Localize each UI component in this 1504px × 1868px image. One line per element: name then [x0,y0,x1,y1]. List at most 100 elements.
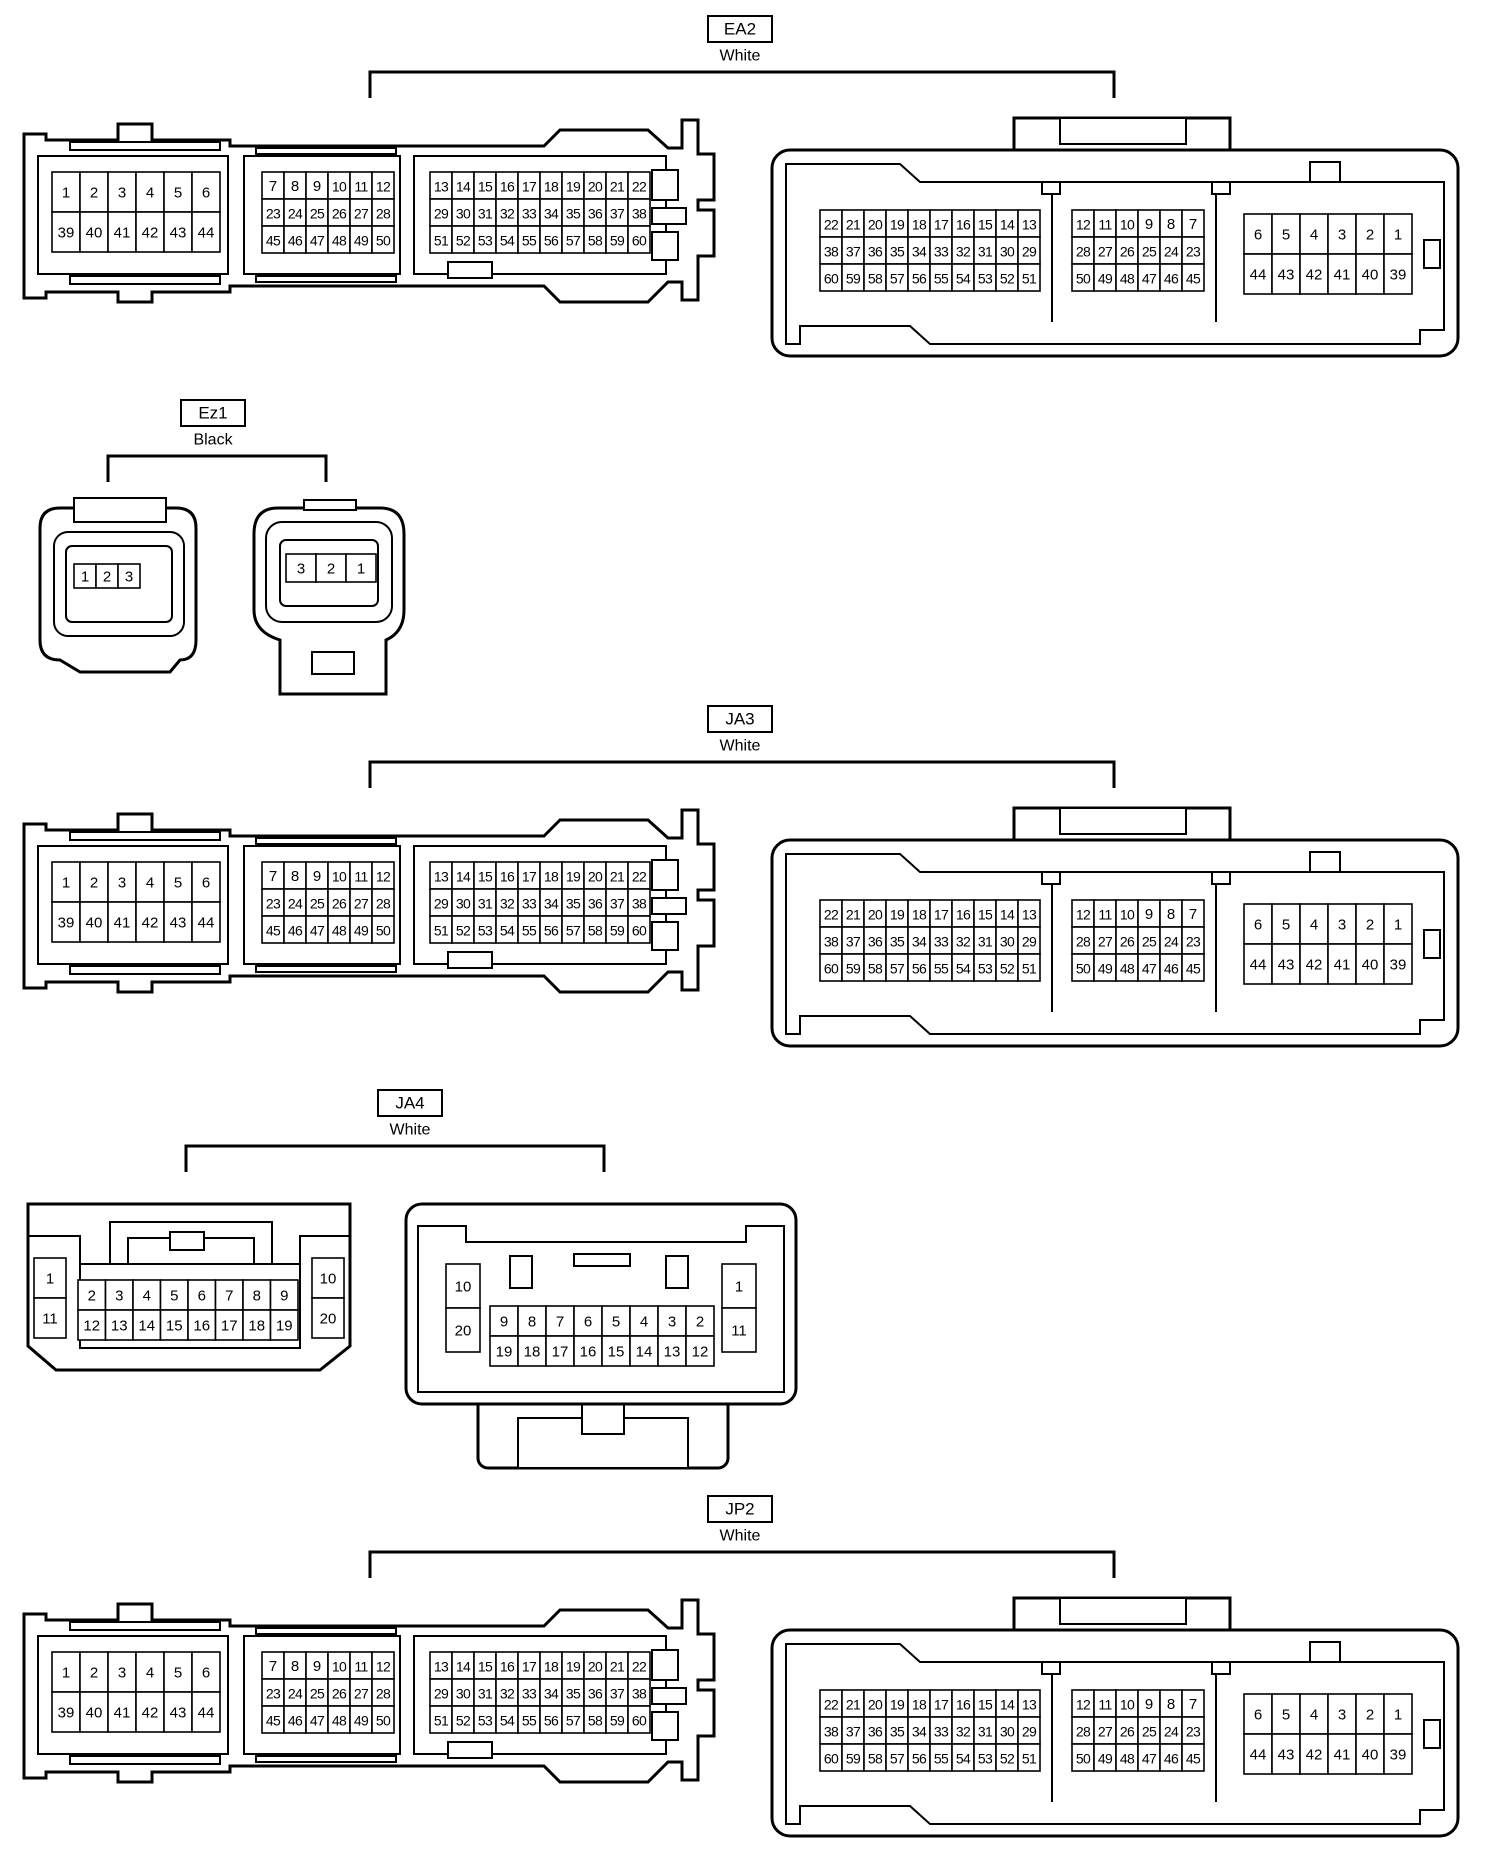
pin-cell [685,1305,715,1337]
pin-cell [371,1705,395,1734]
pin-cell [1017,263,1041,292]
pin-cell [1327,943,1357,985]
pin-number: 29 [1022,934,1037,950]
pin-number: 17 [522,1659,537,1675]
pin-cell [311,1297,345,1339]
pin-number: 12 [376,179,391,195]
pin-number: 36 [868,934,883,950]
pin-number: 30 [456,206,471,222]
pin-cell [1383,1733,1413,1775]
pin-number: 53 [478,923,493,939]
pin-number: 27 [1098,934,1113,950]
pin-number: 27 [1098,244,1113,260]
pin-number: 58 [868,271,883,287]
pin-number: 56 [544,233,559,249]
pin-number: 1 [81,569,89,586]
pin-number: 37 [846,244,861,260]
pin-number: 18 [544,179,559,195]
pin-number: 51 [434,233,449,249]
connector-color: White [720,1528,761,1545]
pin-cell [1355,943,1385,985]
pin-number: 39 [58,915,75,932]
pin-number: 35 [890,244,905,260]
pin-cell [191,1651,221,1693]
pin-cell [269,1309,299,1341]
pin-number: 34 [544,1686,559,1702]
pin-number: 53 [978,271,993,287]
pin-number: 1 [735,1279,743,1296]
pin-number: 48 [1120,1751,1135,1767]
pin-number: 10 [1120,907,1135,923]
pin-number: 4 [146,875,154,892]
pin-number: 8 [291,178,299,195]
pin-cell [657,1335,687,1367]
pin-cell [191,901,221,943]
pin-number: 45 [1186,961,1201,977]
pin-number: 1 [1394,227,1402,244]
pin-number: 5 [170,1288,178,1305]
pin-number: 42 [142,225,159,242]
pin-number: 33 [934,244,949,260]
pin-cell [33,1297,67,1339]
pin-number: 28 [1076,934,1091,950]
pin-number: 50 [1076,961,1091,977]
pin-cell [685,1335,715,1367]
pin-number: 54 [500,233,515,249]
connector-bracket [106,454,328,482]
pin-number: 55 [934,271,949,287]
pin-number: 19 [566,1659,581,1675]
pin-number: 57 [566,923,581,939]
pin-number: 33 [934,934,949,950]
pin-number: 9 [280,1288,288,1305]
pin-number: 38 [632,206,647,222]
pin-number: 4 [146,185,154,202]
pin-number: 6 [1254,1707,1262,1724]
pin-number: 26 [332,206,347,222]
pin-number: 55 [522,923,537,939]
pin-number: 12 [1076,1697,1091,1713]
pin-number: 4 [1310,227,1318,244]
pin-number: 42 [1306,267,1323,284]
pin-number: 33 [934,1724,949,1740]
pin-number: 9 [313,868,321,885]
pin-number: 41 [1334,957,1351,974]
pin-number: 42 [1306,957,1323,974]
pin-number: 16 [580,1344,597,1361]
pin-number: 26 [1120,244,1135,260]
pin-number: 28 [376,896,391,912]
pin-number: 47 [1142,1751,1157,1767]
pin-number: 16 [500,1659,515,1675]
pin-number: 59 [846,271,861,287]
pin-number: 51 [1022,271,1037,287]
pin-number: 19 [890,1697,905,1713]
pin-cell [1327,903,1357,945]
pin-number: 13 [434,869,449,885]
pin-number: 10 [1120,1697,1135,1713]
pin-number: 53 [478,233,493,249]
pin-number: 15 [978,1697,993,1713]
pin-cell [77,1279,107,1311]
connector-color: White [720,48,761,65]
pin-cell [107,1691,137,1733]
pin-number: 48 [1120,961,1135,977]
pin-cell [51,1691,81,1733]
pin-number: 2 [88,1288,96,1305]
pin-number: 45 [266,1713,281,1729]
pin-number: 7 [269,178,277,195]
pin-number: 27 [1098,1724,1113,1740]
pin-number: 57 [890,1751,905,1767]
connector-bracket [184,1144,606,1172]
pin-number: 54 [956,271,971,287]
pin-number: 12 [376,869,391,885]
pin-number: 22 [824,217,839,233]
pin-cell [1355,1733,1385,1775]
pin-number: 58 [868,961,883,977]
pin-number: 35 [890,1724,905,1740]
